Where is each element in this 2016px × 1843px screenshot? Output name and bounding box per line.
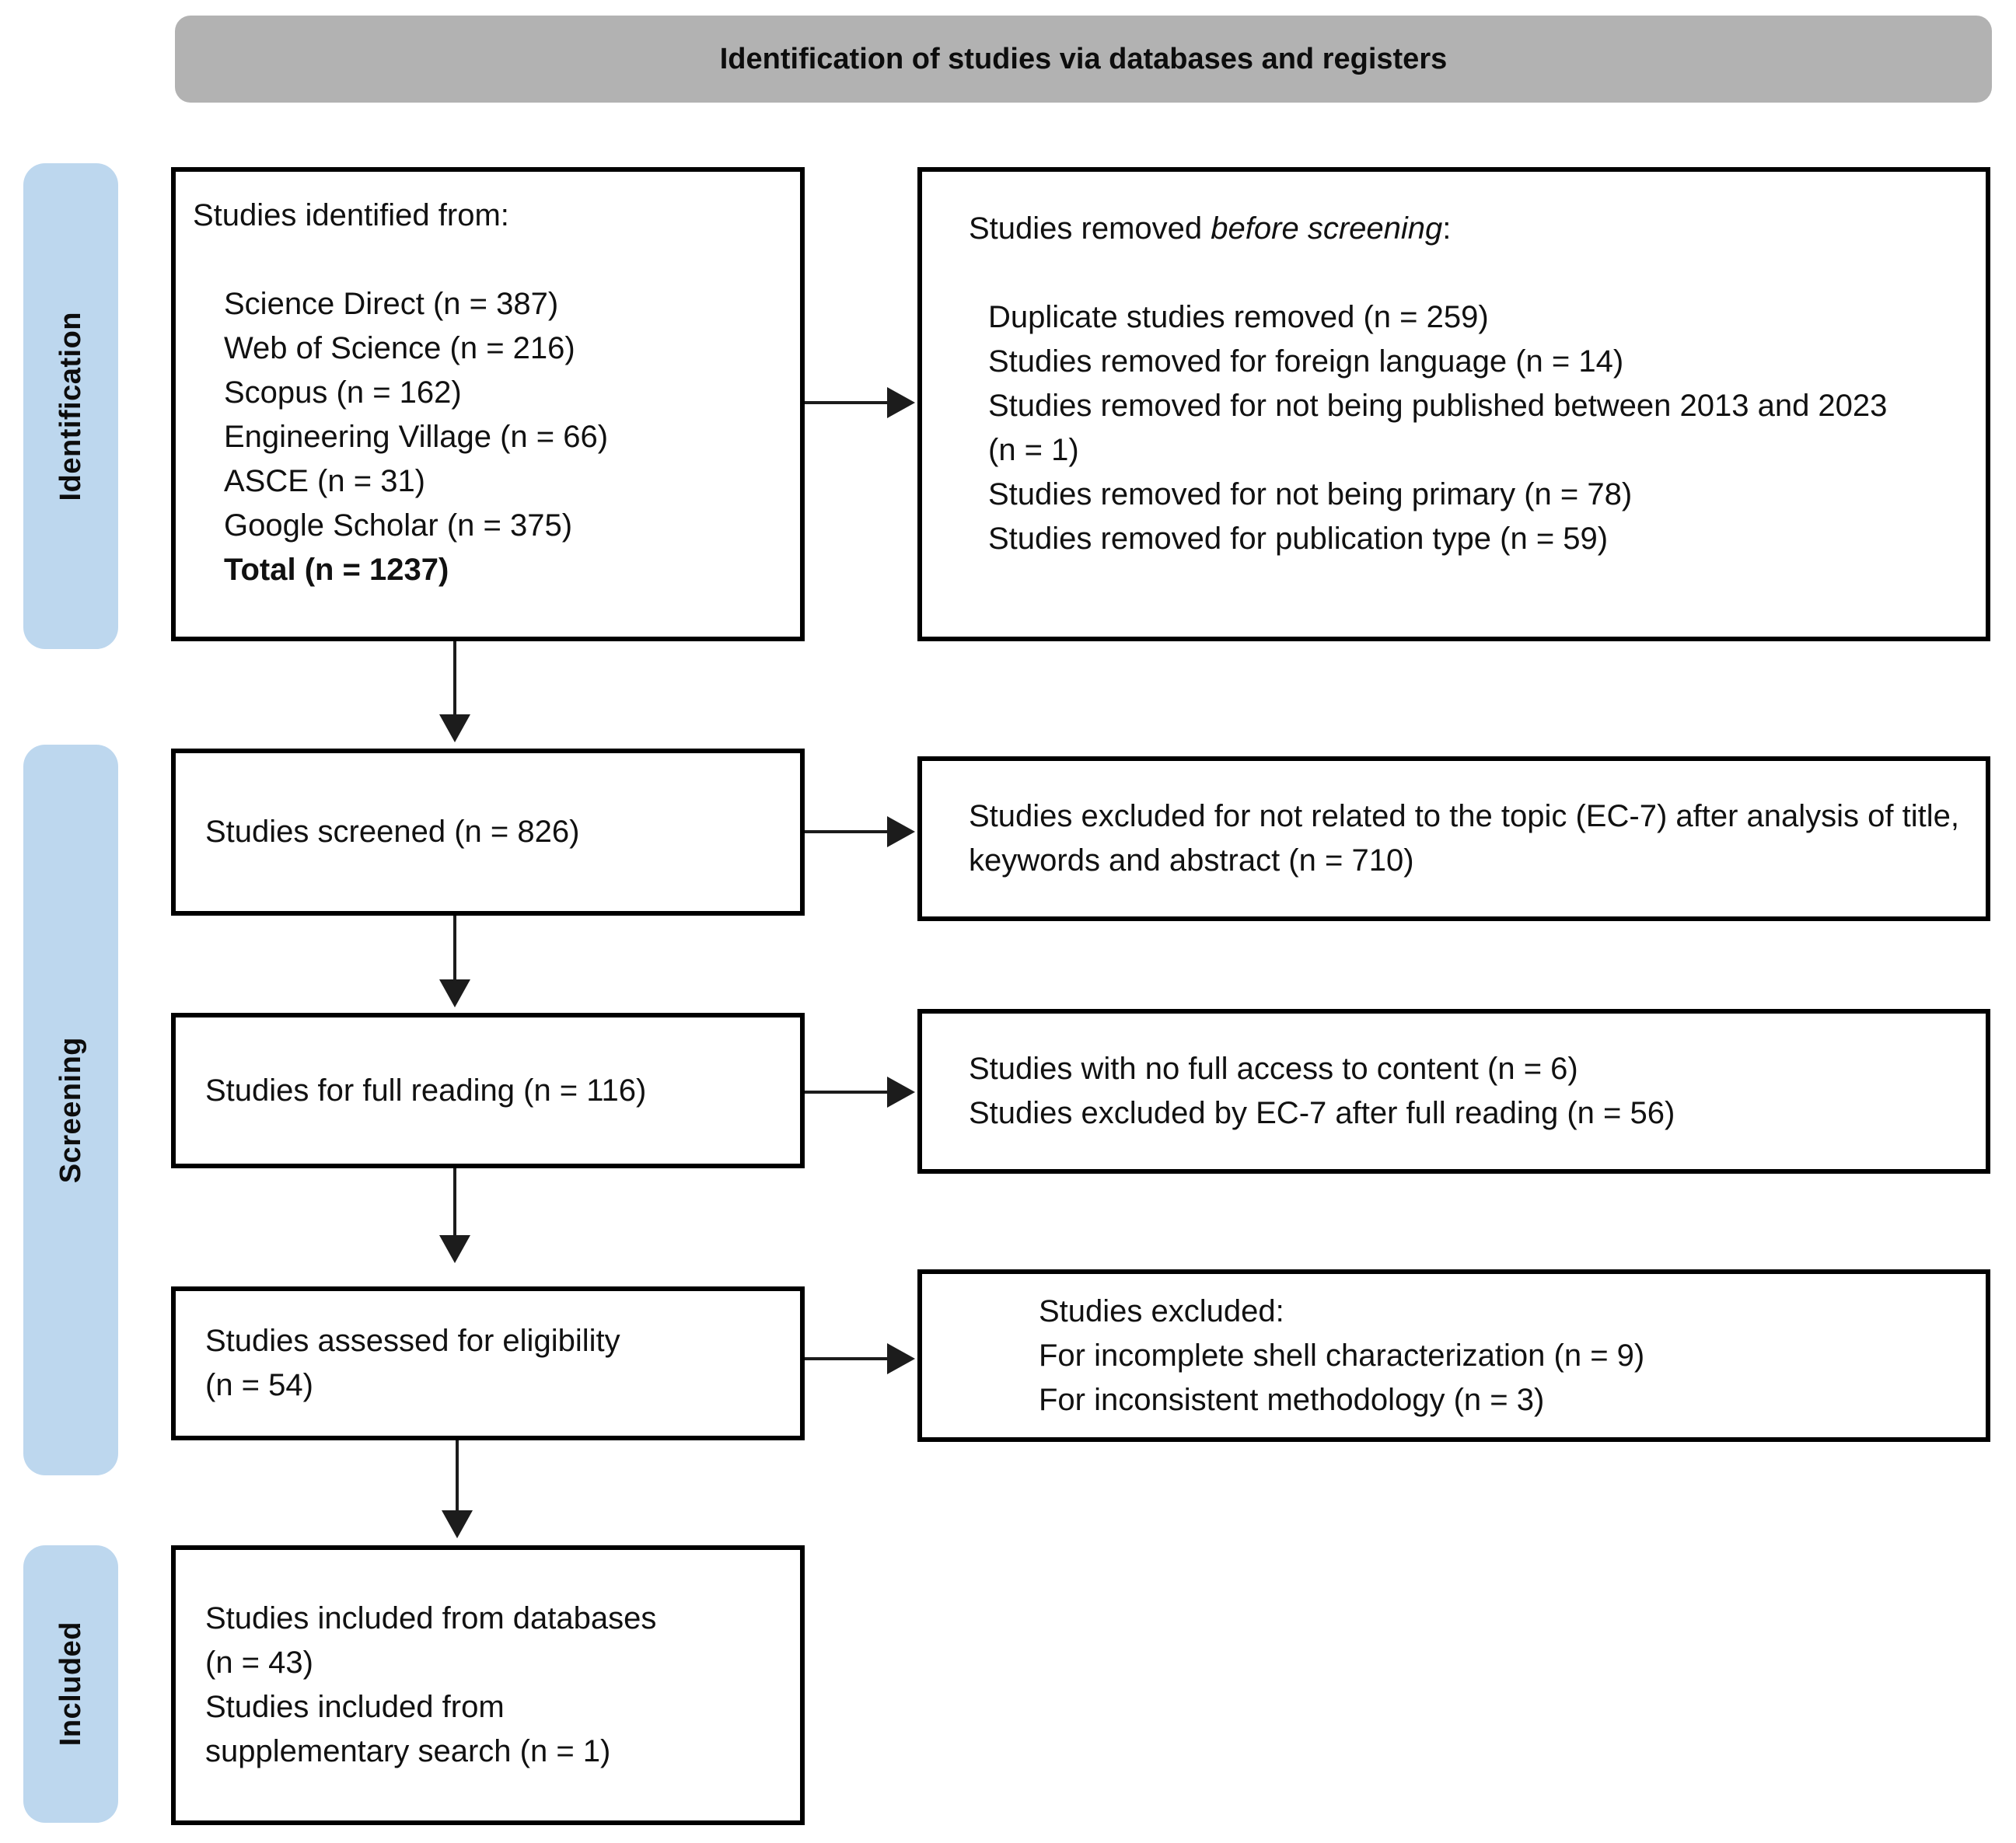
full-reading-label: Studies for full reading (n = 116) [205, 1073, 647, 1108]
arrow-identified-to-screened-line [453, 641, 456, 716]
box-excluded-after-assessment: Studies excluded: For incomplete shell c… [917, 1269, 1990, 1442]
excluded-assessed-reason: For inconsistent methodology (n = 3) [1039, 1382, 1545, 1417]
excluded-assessed-reason: For incomplete shell characterization (n… [1039, 1338, 1645, 1373]
stage-pill-identification: Identification [23, 163, 118, 649]
spacer [193, 238, 784, 282]
header-title: Identification of studies via databases … [719, 42, 1448, 75]
removed-reason: Duplicate studies removed (n = 259) [988, 300, 1489, 334]
removed-reason: Studies removed for foreign language (n … [988, 344, 1624, 379]
stage-label-screening: Screening [54, 1036, 87, 1184]
stage-pill-screening: Screening [23, 745, 118, 1475]
identified-source: Google Scholar (n = 375) [224, 508, 573, 543]
removed-title-italic: before screening [1211, 211, 1443, 246]
removed-title-suffix: : [1442, 211, 1452, 246]
header-banner: Identification of studies via databases … [175, 16, 1992, 103]
excluded-topic-label: Studies excluded for not related to the … [969, 799, 1959, 878]
arrow-screened-to-fullreading-head [439, 979, 470, 1007]
arrow-assessed-to-included-head [442, 1510, 473, 1538]
box-studies-identified: Studies identified from: Science Direct … [171, 167, 805, 641]
stage-pill-included: Included [23, 1545, 118, 1823]
arrow-assessed-to-excluded-head [887, 1343, 915, 1374]
arrow-screened-to-excluded-head [887, 816, 915, 847]
stage-label-included: Included [54, 1621, 87, 1747]
removed-title: Studies removed before screening: [969, 207, 1955, 251]
removed-reasons: Duplicate studies removed (n = 259) Stud… [988, 295, 1913, 561]
box-studies-screened: Studies screened (n = 826) [171, 749, 805, 916]
identified-title: Studies identified from: [193, 198, 509, 232]
assessed-line: Studies assessed for eligibility [205, 1324, 620, 1358]
included-line: supplementary search (n = 1) [205, 1734, 611, 1768]
box-excluded-full-reading: Studies with no full access to content (… [917, 1009, 1990, 1174]
box-studies-included: Studies included from databases (n = 43)… [171, 1545, 805, 1825]
spacer [969, 251, 1955, 295]
included-line: Studies included from [205, 1690, 505, 1724]
arrow-fullreading-to-excluded-line [805, 1091, 889, 1094]
arrow-screened-to-fullreading-line [453, 916, 456, 981]
arrow-identified-to-removed-head [887, 387, 915, 418]
arrow-fullreading-to-assessed-line [453, 1168, 456, 1237]
identified-source: ASCE (n = 31) [224, 464, 426, 498]
stage-label-identification: Identification [54, 311, 87, 501]
arrow-identified-to-screened-head [439, 714, 470, 742]
box-excluded-topic: Studies excluded for not related to the … [917, 756, 1990, 921]
assessed-line: (n = 54) [205, 1368, 313, 1402]
identified-total: Total (n = 1237) [224, 553, 449, 587]
box-full-reading: Studies for full reading (n = 116) [171, 1013, 805, 1168]
identified-source: Scopus (n = 162) [224, 375, 462, 410]
box-assessed-eligibility: Studies assessed for eligibility (n = 54… [171, 1286, 805, 1440]
identified-source: Science Direct (n = 387) [224, 287, 559, 321]
removed-reason: Studies removed for not being primary (n… [988, 477, 1633, 511]
included-line: Studies included from databases [205, 1601, 657, 1635]
screened-label: Studies screened (n = 826) [205, 815, 580, 849]
arrow-screened-to-excluded-line [805, 830, 889, 833]
excluded-full-line: Studies excluded by EC-7 after full read… [969, 1096, 1675, 1130]
arrow-assessed-to-included-line [456, 1440, 459, 1512]
arrow-assessed-to-excluded-line [805, 1357, 889, 1360]
included-line: (n = 43) [205, 1646, 313, 1680]
excluded-full-line: Studies with no full access to content (… [969, 1052, 1578, 1086]
removed-title-prefix: Studies removed [969, 211, 1211, 246]
removed-reason: Studies removed for not being published … [988, 389, 1888, 467]
box-removed-before-screening: Studies removed before screening: Duplic… [917, 167, 1990, 641]
arrow-fullreading-to-excluded-head [887, 1077, 915, 1108]
identified-source: Web of Science (n = 216) [224, 331, 575, 365]
excluded-assessed-title: Studies excluded: [1039, 1293, 1284, 1328]
arrow-identified-to-removed-line [805, 401, 889, 404]
identified-source: Engineering Village (n = 66) [224, 420, 609, 454]
arrow-fullreading-to-assessed-head [439, 1235, 470, 1263]
removed-reason: Studies removed for publication type (n … [988, 522, 1609, 556]
